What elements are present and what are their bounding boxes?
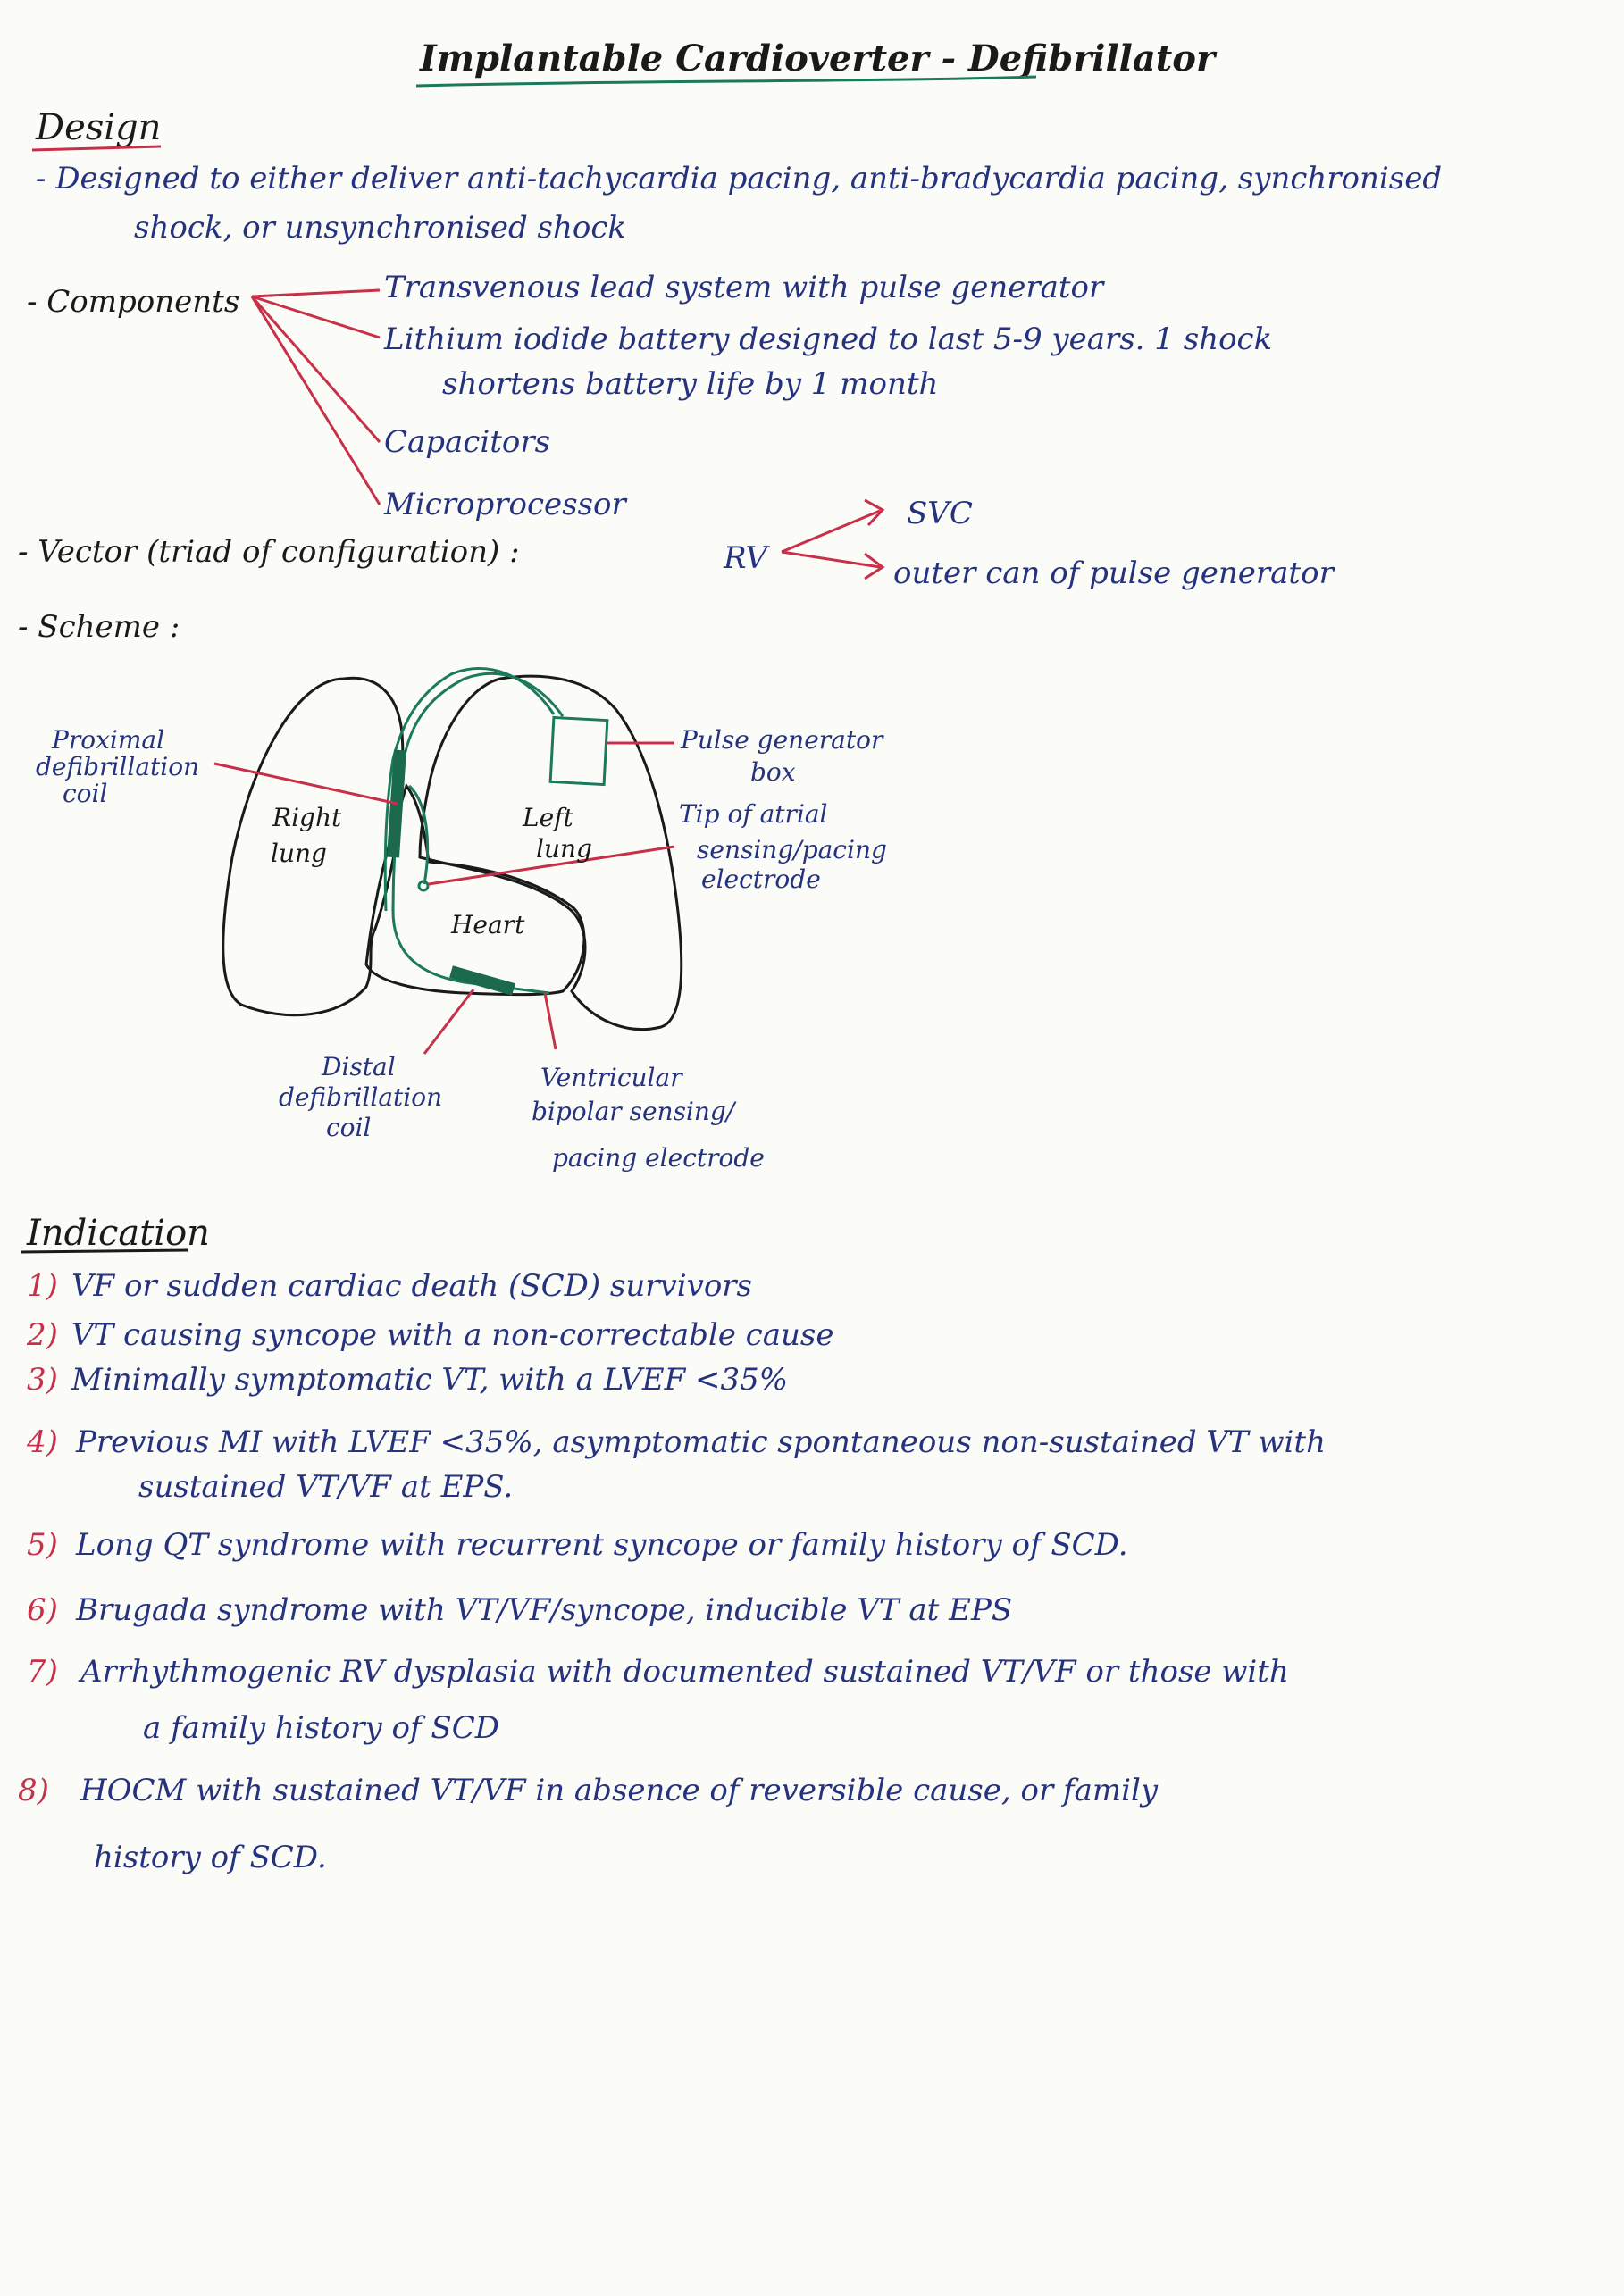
indication-num-2: 2) <box>27 1317 58 1353</box>
design-heading: Design <box>36 107 162 148</box>
indication-item-1: VF or sudden cardiac death (SCD) survivo… <box>71 1268 752 1304</box>
indication-item-8: HOCM with sustained VT/VF in absence of … <box>80 1773 1159 1808</box>
vector-rv: RV <box>724 540 767 576</box>
indication-item-7: Arrhythmogenic RV dysplasia with documen… <box>80 1654 1289 1690</box>
indication-num-5: 5) <box>27 1527 58 1563</box>
indication-heading: Indication <box>27 1213 210 1254</box>
component-2: Lithium iodide battery designed to last … <box>384 321 1273 357</box>
indication-item-8-cont: history of SCD. <box>94 1840 327 1875</box>
heart-outline <box>364 782 586 997</box>
design-bullet-1-line-2: shock, or unsynchronised shock <box>134 210 626 246</box>
pulse-box-label-2: box <box>750 757 796 787</box>
proximal-coil-label-2: defibrillation <box>36 752 200 781</box>
distal-coil-label-1: Distal <box>322 1052 396 1081</box>
indication-item-7-cont: a family history of SCD <box>143 1710 499 1746</box>
ventricular-label-2: bipolar sensing/ <box>532 1097 735 1126</box>
indication-num-4: 4) <box>27 1424 58 1460</box>
indication-item-3: Minimally symptomatic VT, with a LVEF <3… <box>71 1362 789 1398</box>
pulse-box-label-1: Pulse generator <box>681 725 883 755</box>
indication-item-2: VT causing syncope with a non-correctabl… <box>71 1317 834 1353</box>
atrial-tip-label-2: sensing/pacing <box>697 835 887 864</box>
distal-coil-label-3: coil <box>326 1113 372 1142</box>
ventricular-label-3: pacing electrode <box>552 1143 765 1173</box>
atrial-tip-label-3: electrode <box>701 864 821 894</box>
components-label: - Components <box>27 284 240 320</box>
component-1: Transvenous lead system with pulse gener… <box>384 270 1104 305</box>
ventricular-label-1: Ventricular <box>540 1063 682 1092</box>
indication-item-4: Previous MI with LVEF <35%, asymptomatic… <box>76 1424 1326 1460</box>
component-3: Capacitors <box>384 424 551 460</box>
indication-num-7: 7) <box>27 1654 58 1690</box>
indication-num-8: 8) <box>18 1773 49 1808</box>
proximal-coil-label-1: Proximal <box>52 725 165 755</box>
component-2-cont: shortens battery life by 1 month <box>442 366 939 402</box>
pulse-generator-box <box>548 715 609 787</box>
page-title: Implantable Cardioverter - Defibrillator <box>420 38 1216 79</box>
vector-target-svc: SVC <box>907 496 973 531</box>
distal-coil-label-2: defibrillation <box>279 1082 443 1112</box>
heart-label: Heart <box>450 910 525 939</box>
indication-num-3: 3) <box>27 1362 58 1398</box>
right-lung-label-1: Right <box>272 803 342 832</box>
vector-label: - Vector (triad of configuration) : <box>18 534 520 570</box>
right-lung-outline <box>222 676 405 1017</box>
scheme-label: - Scheme : <box>18 609 180 645</box>
indication-item-4-cont: sustained VT/VF at EPS. <box>138 1469 514 1505</box>
design-bullet-1-line-1: - Designed to either deliver anti-tachyc… <box>36 161 1443 196</box>
atrial-tip <box>417 880 430 892</box>
left-lung-label-2: lung <box>536 834 592 864</box>
proximal-coil-label-3: coil <box>63 779 108 808</box>
atrial-tip-label-1: Tip of atrial <box>679 799 828 829</box>
component-4: Microprocessor <box>384 487 626 522</box>
left-lung-label-1: Left <box>522 803 574 832</box>
indication-num-1: 1) <box>27 1268 58 1304</box>
distal-coil <box>449 965 515 996</box>
vector-target-can: outer can of pulse generator <box>893 555 1334 591</box>
right-lung-label-2: lung <box>271 839 327 868</box>
indication-item-6: Brugada syndrome with VT/VF/syncope, ind… <box>76 1592 1013 1628</box>
indication-num-6: 6) <box>27 1592 58 1628</box>
indication-item-5: Long QT syndrome with recurrent syncope … <box>76 1527 1128 1563</box>
